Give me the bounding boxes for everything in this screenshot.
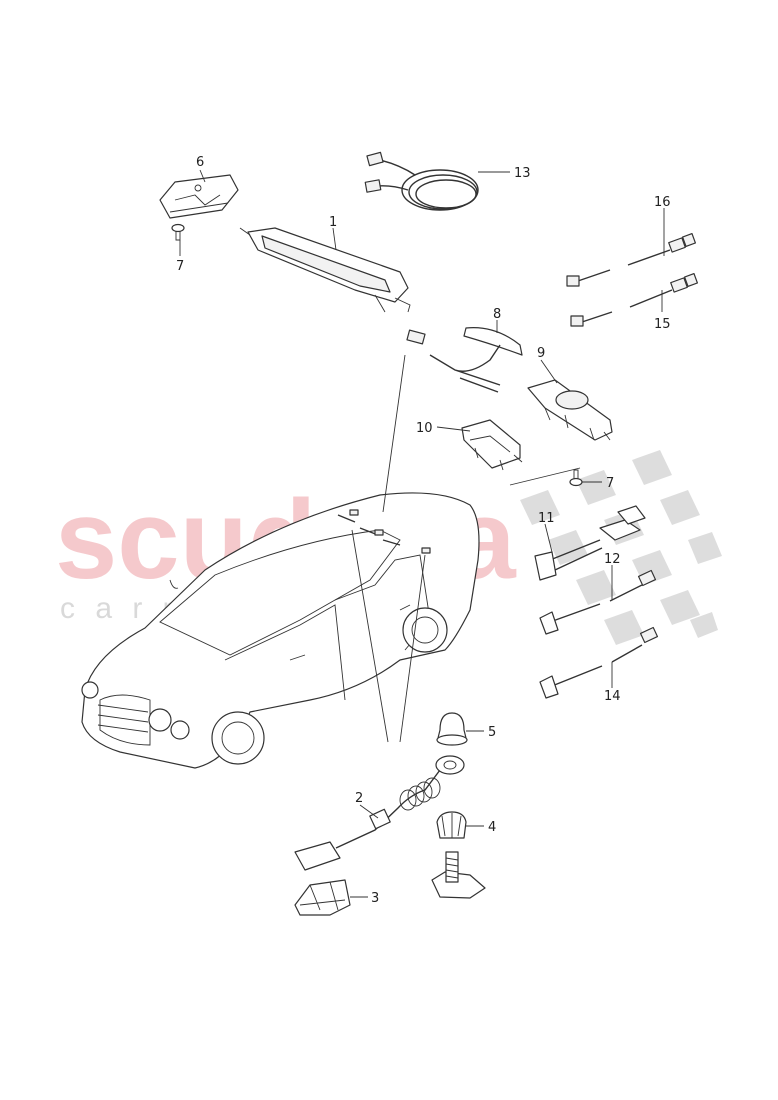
part-module [461, 419, 523, 471]
callout-11: 11 [538, 511, 555, 526]
callout-3: 3 [371, 891, 379, 906]
part-cap [436, 712, 468, 746]
callout-2: 2 [355, 791, 363, 806]
part-screw-upper [171, 223, 185, 241]
leader-lines [179, 169, 665, 898]
part-clip-lower [569, 469, 583, 487]
part-ground-strap [294, 755, 465, 871]
part-cable-12 [539, 569, 657, 635]
callout-13: 13 [514, 166, 531, 181]
callout-5: 5 [488, 725, 496, 740]
callout-7-upper: 7 [176, 259, 184, 274]
part-cable-coil [364, 151, 479, 211]
part-antenna [406, 327, 523, 393]
part-bolt-base [431, 851, 486, 899]
part-cable-14 [539, 626, 659, 699]
callout-10: 10 [416, 421, 433, 436]
part-bracket [159, 174, 239, 219]
callout-1: 1 [329, 215, 337, 230]
car-illustration [81, 492, 480, 769]
part-roof-module [239, 227, 411, 313]
part-cable-16 [566, 232, 697, 287]
callout-15: 15 [654, 317, 671, 332]
callout-12: 12 [604, 552, 621, 567]
spring-coil [399, 777, 441, 811]
callout-7-lower: 7 [606, 476, 614, 491]
reference-lines [351, 354, 581, 743]
part-adapter [534, 505, 646, 581]
part-cable-15 [570, 272, 699, 327]
callout-8: 8 [493, 307, 501, 322]
callout-4: 4 [488, 820, 496, 835]
callout-14: 14 [604, 689, 621, 704]
callout-6: 6 [196, 155, 204, 170]
callout-9: 9 [537, 346, 545, 361]
part-holder [294, 879, 351, 916]
part-control-unit [527, 379, 613, 441]
callout-labels: 1 2 3 4 5 6 7 7 8 9 10 11 12 13 14 15 16 [176, 155, 671, 906]
part-nut [436, 811, 467, 839]
callout-16: 16 [654, 195, 671, 210]
